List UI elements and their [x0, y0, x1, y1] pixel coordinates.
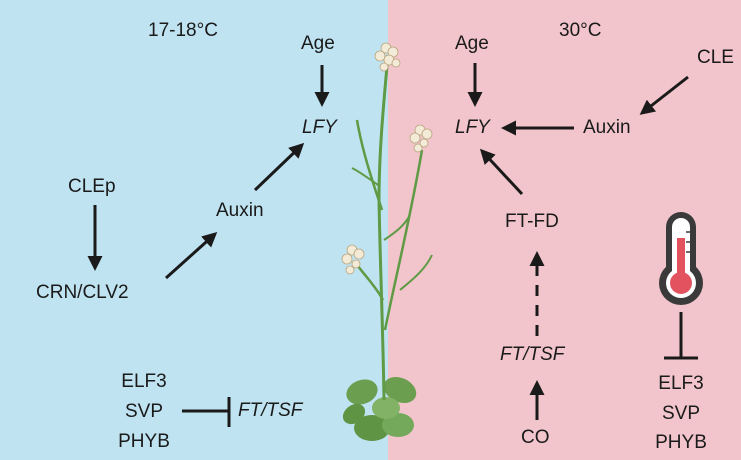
- repressor-phyb-right: PHYB: [655, 432, 707, 453]
- co-label: CO: [521, 427, 550, 448]
- repressor-elf3-right: ELF3: [658, 373, 704, 394]
- thermometer-icon: [659, 212, 703, 305]
- arrow-ft-fd-to-lfy: [479, 148, 524, 196]
- arrow-crn-clv2-to-auxin: [164, 231, 218, 280]
- ft-tsf-label-right: FT/TSF: [500, 344, 565, 365]
- repressor-svp-right: SVP: [661, 403, 701, 424]
- auxin-label-right: Auxin: [583, 117, 631, 138]
- arabidopsis-plant-icon: [341, 42, 433, 441]
- repressor-elf3-left: ELF3: [121, 371, 167, 392]
- clep-label: CLEp: [68, 176, 116, 197]
- arrow-auxin-to-lfy-left: [253, 142, 305, 192]
- ft-tsf-label-left: FT/TSF: [238, 400, 303, 421]
- lfy-label-left: LFY: [302, 117, 337, 138]
- lfy-label-right: LFY: [455, 117, 490, 138]
- temperature-label-low: 17-18°C: [148, 20, 218, 41]
- repressor-svp-left: SVP: [124, 401, 164, 422]
- auxin-label-left: Auxin: [216, 200, 264, 221]
- crn-clv2-label: CRN/CLV2: [36, 282, 129, 303]
- age-label-left: Age: [301, 33, 335, 54]
- cle-label: CLE: [697, 47, 734, 68]
- ft-fd-label: FT-FD: [505, 211, 559, 232]
- arrow-cle-to-auxin: [639, 75, 689, 115]
- temperature-label-high: 30°C: [559, 20, 602, 41]
- repressor-phyb-left: PHYB: [118, 431, 170, 452]
- age-label-right: Age: [455, 33, 489, 54]
